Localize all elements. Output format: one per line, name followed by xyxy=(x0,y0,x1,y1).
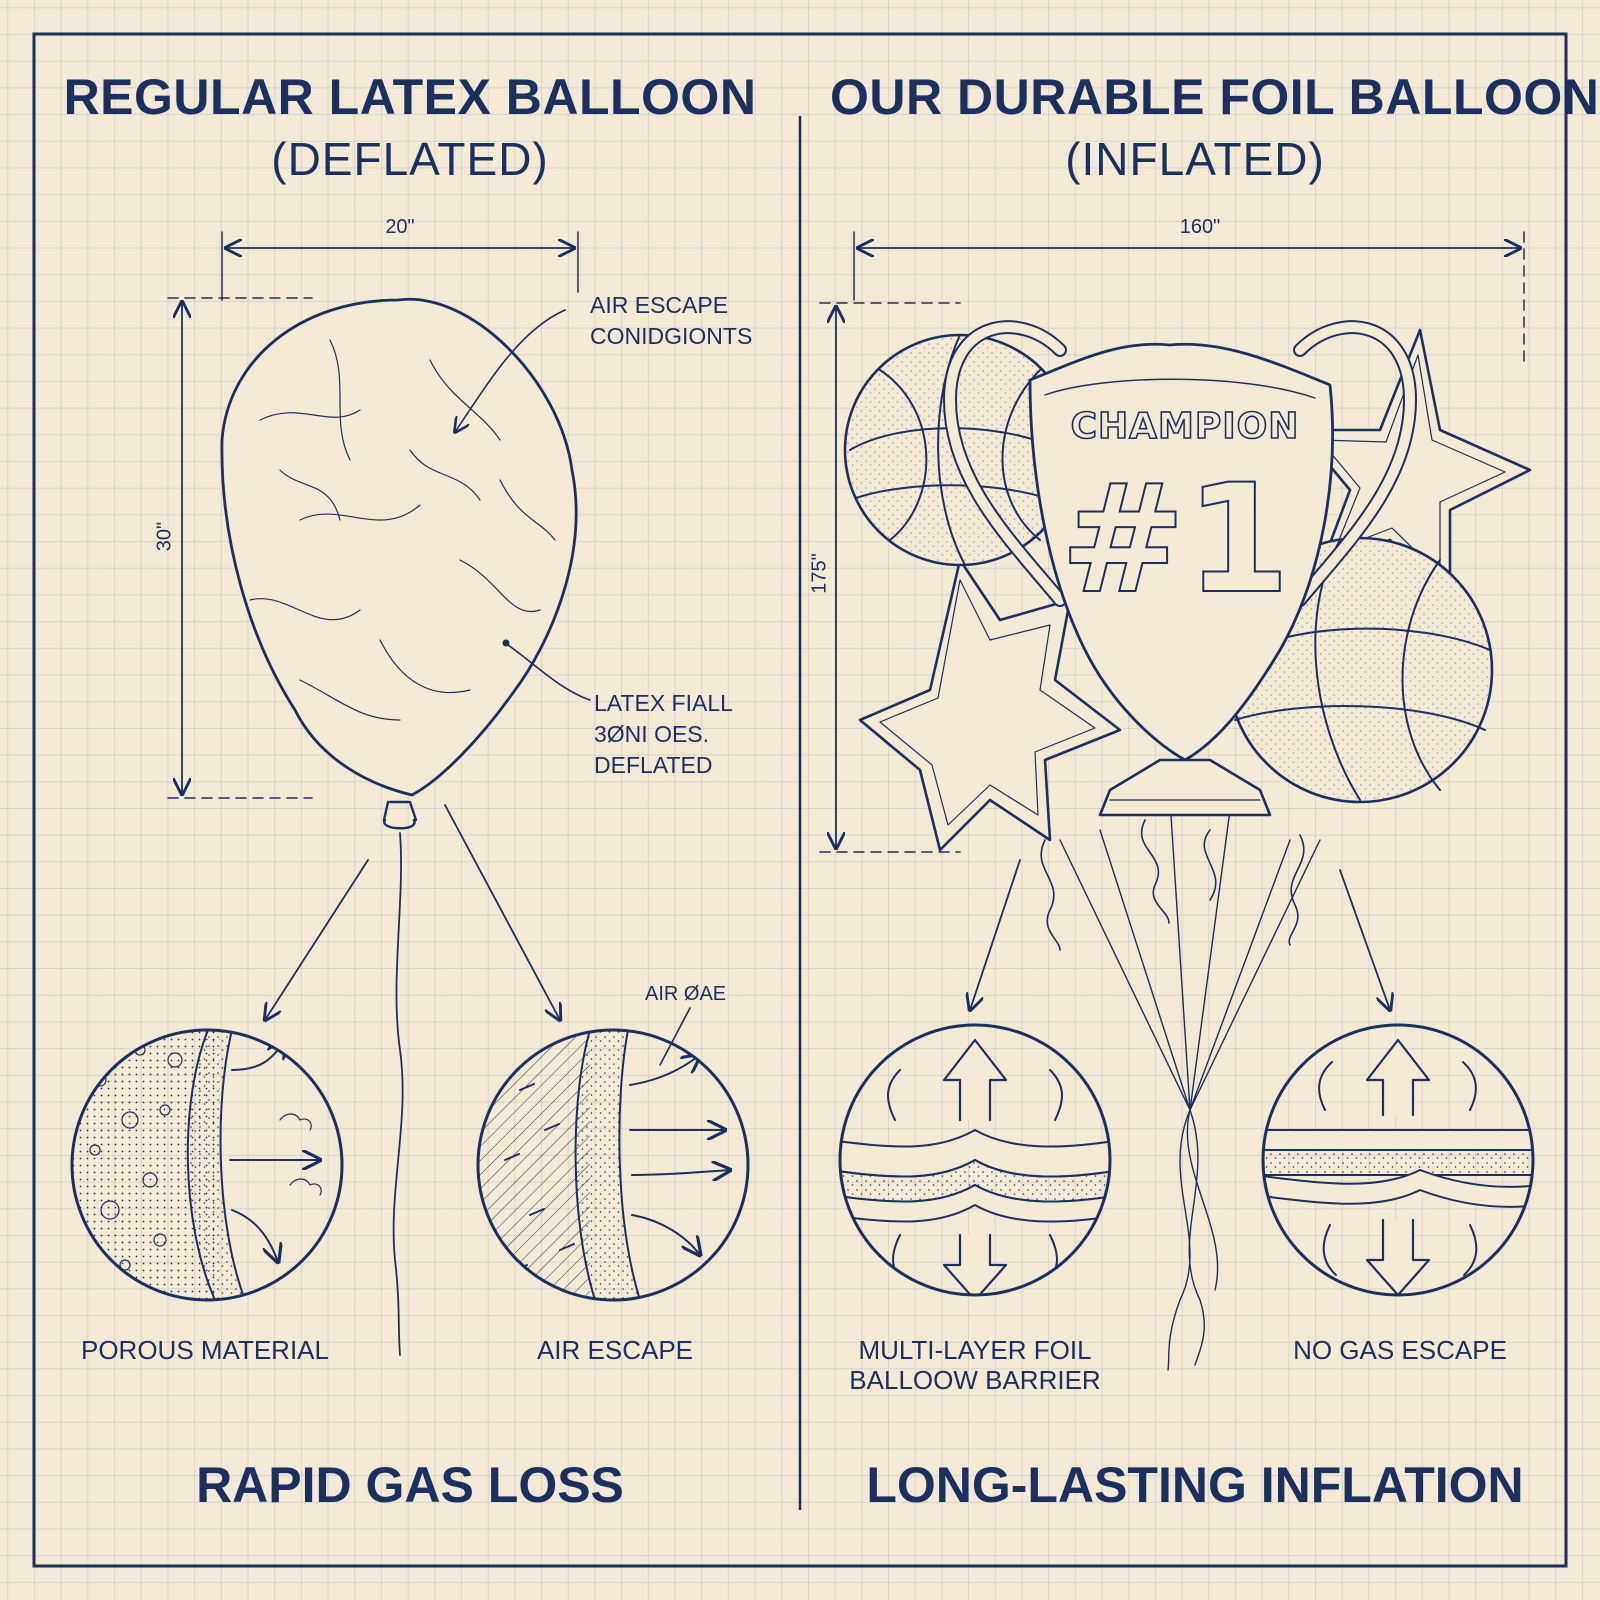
callout-top-leader xyxy=(455,309,566,432)
right-height-label: 175" xyxy=(808,553,831,594)
inset-air-tag: AIR ØAE xyxy=(645,983,727,1005)
caption-porous-material: POROUS MATERIAL xyxy=(80,1335,329,1365)
foil-barrier-inset xyxy=(838,1023,1112,1297)
balloon-champion-text: CHAMPION xyxy=(1070,405,1300,448)
left-panel-footer: RAPID GAS LOSS xyxy=(196,1457,624,1513)
left-width-dimension xyxy=(221,231,579,301)
caption-barrier-line-1: MULTI-LAYER FOIL xyxy=(858,1335,1092,1365)
arrow-to-escape-inset xyxy=(444,804,560,1020)
balloon-number-one: #1 xyxy=(1059,453,1291,627)
right-width-dimension xyxy=(853,231,1525,366)
latex-balloon-drawing xyxy=(220,297,578,1356)
porous-material-inset xyxy=(70,1028,344,1302)
callout-top-line-2: CONIDGIONTS xyxy=(590,323,753,349)
air-escape-inset xyxy=(476,1007,750,1302)
caption-multi-layer-barrier: MULTI-LAYER FOIL BALLOOW BARRIER xyxy=(830,1335,1120,1395)
caption-barrier-line-2: BALLOOW BARRIER xyxy=(849,1365,1101,1395)
right-width-label: 160" xyxy=(1179,216,1221,238)
left-height-label: 30" xyxy=(153,521,176,552)
arrow-to-no-escape-inset xyxy=(1339,869,1390,1010)
latex-balloon-string xyxy=(392,832,404,1356)
callout-latex-wall: LATEX FIALL 3ØNI OES. DEFLATED xyxy=(594,688,733,781)
arrow-to-porous-inset xyxy=(265,859,369,1020)
right-height-dimension xyxy=(819,302,961,853)
right-panel-title: OUR DURABLE FOIL BALLOON xyxy=(830,69,1600,125)
foil-balloon-bouquet xyxy=(843,320,1532,1371)
caption-air-escape: AIR ESCAPE xyxy=(536,1335,694,1365)
arrow-to-barrier-inset xyxy=(970,859,1021,1010)
sheet-border xyxy=(32,32,1568,1568)
callout-air-escape-conditions: AIR ESCAPE CONIDGIONTS xyxy=(590,290,752,352)
left-panel-title: REGULAR LATEX BALLOON xyxy=(63,69,757,125)
callout-top-line-1: AIR ESCAPE xyxy=(590,292,729,318)
left-width-label: 20" xyxy=(385,216,415,238)
right-panel-subtitle: (INFLATED) xyxy=(1065,133,1325,185)
bouquet-strings xyxy=(1040,799,1321,1371)
left-height-dimension xyxy=(167,297,313,799)
callout-side-line-2: 3ØNI OES. xyxy=(594,721,710,747)
right-panel-footer: LONG-LASTING INFLATION xyxy=(866,1457,1524,1513)
callout-side-line-1: LATEX FIALL xyxy=(594,690,733,716)
callout-side-leader xyxy=(507,644,591,701)
left-panel-subtitle: (DEFLATED) xyxy=(271,133,549,185)
caption-no-gas-escape: NO GAS ESCAPE xyxy=(1293,1335,1507,1365)
callout-side-line-3: DEFLATED xyxy=(594,752,713,778)
no-gas-escape-inset xyxy=(1261,1023,1535,1297)
